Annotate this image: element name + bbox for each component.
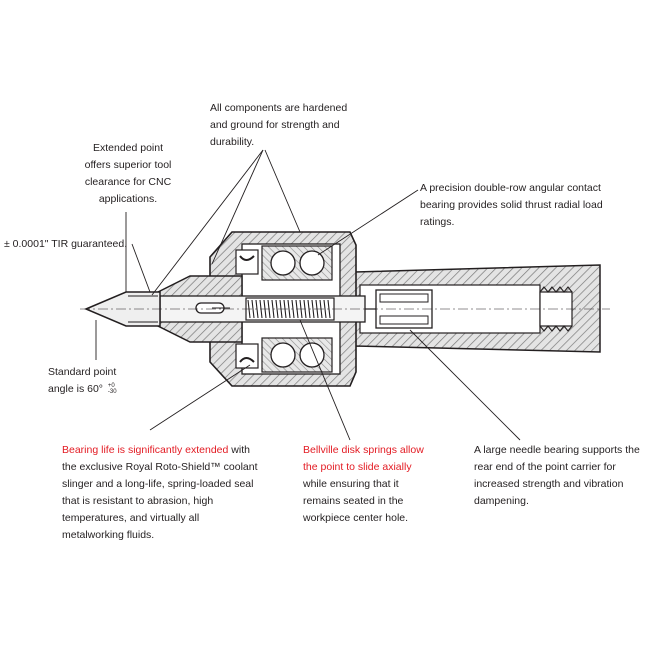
callout-line: remains seated in the — [303, 495, 404, 507]
callout-tir-guarantee: ± 0.0001" TIR guaranteed. — [4, 236, 127, 253]
callout-line: A large needle bearing supports the — [474, 444, 640, 456]
highlight-text: Bearing life is significantly extended — [62, 444, 229, 456]
callout-extended-point: Extended point offers superior tool clea… — [78, 140, 178, 208]
tolerance-lower: -30 — [107, 389, 117, 396]
leader-lines — [95, 149, 521, 441]
callout-line: metalworking fluids. — [62, 529, 155, 541]
highlight-text: the point to slide axially — [303, 461, 412, 473]
angle-tolerance: +0 -30 — [108, 383, 117, 395]
callout-line: applications. — [98, 193, 158, 205]
callout-line: while ensuring that it — [303, 478, 399, 490]
callout-line: ± 0.0001" TIR guaranteed. — [4, 238, 128, 250]
callout-line: All components are hardened — [210, 102, 348, 114]
callout-precision-bearing: A precision double-row angular contact b… — [420, 180, 603, 231]
highlight-text: Bellville disk springs allow — [303, 444, 424, 456]
callout-line: workpiece center hole. — [303, 512, 409, 524]
callout-bellville-springs: Bellville disk springs allow the point t… — [303, 442, 424, 527]
angle-value: angle is 60° — [48, 383, 103, 395]
callout-line: slinger and a long-life, spring-loaded s… — [62, 478, 254, 490]
callout-line: and ground for strength and — [210, 119, 340, 131]
callout-line: increased strength and vibration — [474, 478, 624, 490]
callout-bearing-life: Bearing life is significantly extended w… — [62, 442, 258, 544]
callout-line: rear end of the point carrier for — [474, 461, 616, 473]
callout-line-angle: angle is 60° +0 -30 — [48, 381, 117, 398]
callout-line: Bearing life is significantly extended w… — [62, 442, 258, 459]
callout-line: Extended point — [92, 142, 164, 154]
callout-needle-bearing: A large needle bearing supports the rear… — [474, 442, 640, 510]
coolant-slinger-seal — [235, 249, 259, 369]
callout-line: dampening. — [474, 495, 529, 507]
angular-contact-bearing-bottom — [261, 337, 333, 373]
callout-standard-point: Standard point angle is 60° +0 -30 — [48, 364, 117, 398]
callout-line: ratings. — [420, 216, 455, 228]
angular-contact-bearing-top — [261, 245, 333, 281]
callout-line: that is resistant to abrasion, high — [62, 495, 214, 507]
callout-line: Standard point — [48, 366, 117, 378]
callout-text: with — [228, 444, 250, 456]
callout-hardened-components: All components are hardened and ground f… — [210, 100, 347, 151]
tolerance-upper: +0 — [107, 383, 115, 390]
callout-line: bearing provides solid thrust radial loa… — [420, 199, 603, 211]
callout-line: durability. — [210, 136, 255, 148]
callout-line: temperatures, and virtually all — [62, 512, 200, 524]
callout-line: offers superior tool — [84, 159, 172, 171]
callout-line: clearance for CNC — [84, 176, 172, 188]
callout-line: the exclusive Royal Roto-Shield™ coolant — [62, 461, 258, 473]
callout-line: A precision double-row angular contact — [420, 182, 601, 194]
